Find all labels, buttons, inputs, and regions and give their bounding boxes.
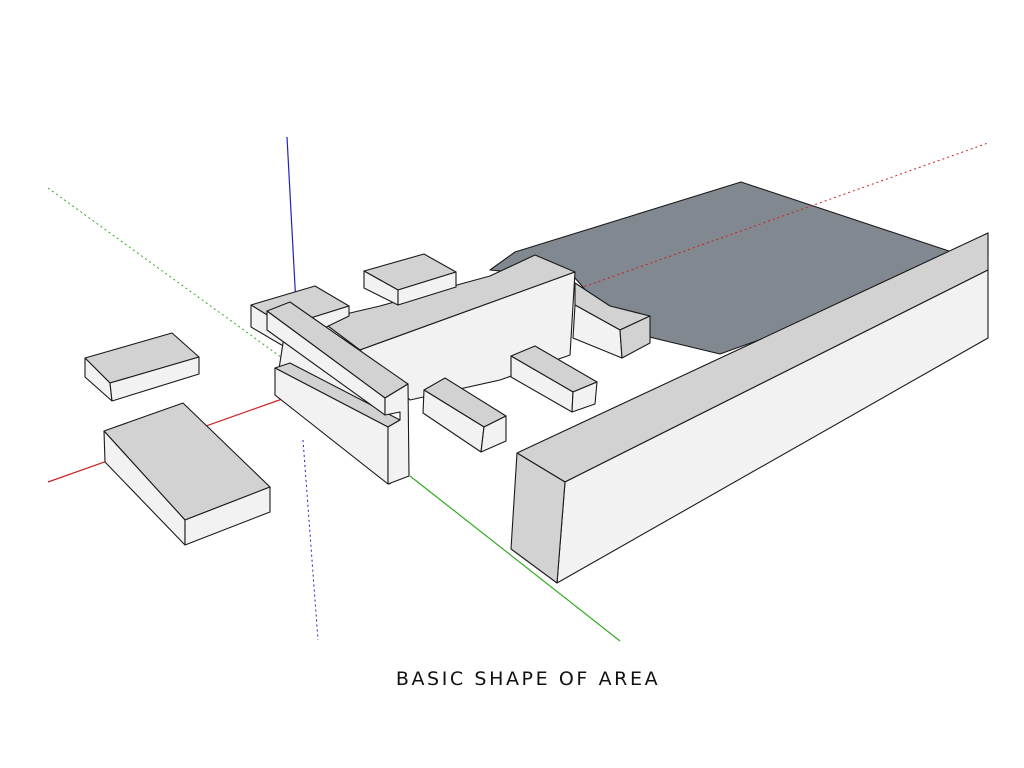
green-axis-dotted [47, 187, 286, 361]
block-plane-edge[interactable] [572, 282, 651, 359]
box-upper-middle[interactable] [363, 253, 457, 306]
box-center-right[interactable] [510, 345, 598, 413]
green-axis-solid [409, 475, 621, 642]
box-center-small[interactable] [422, 377, 507, 453]
red-axis-dotted [574, 142, 989, 291]
blue-axis-dotted [302, 439, 319, 641]
box-lower-left[interactable] [103, 402, 271, 546]
blue-axis-solid [286, 136, 297, 306]
front-comb-structure[interactable] [266, 301, 410, 485]
diagram-caption: BASIC SHAPE OF AREA [395, 668, 661, 690]
box-mid-left[interactable] [84, 332, 200, 402]
long-slab[interactable] [510, 232, 989, 584]
